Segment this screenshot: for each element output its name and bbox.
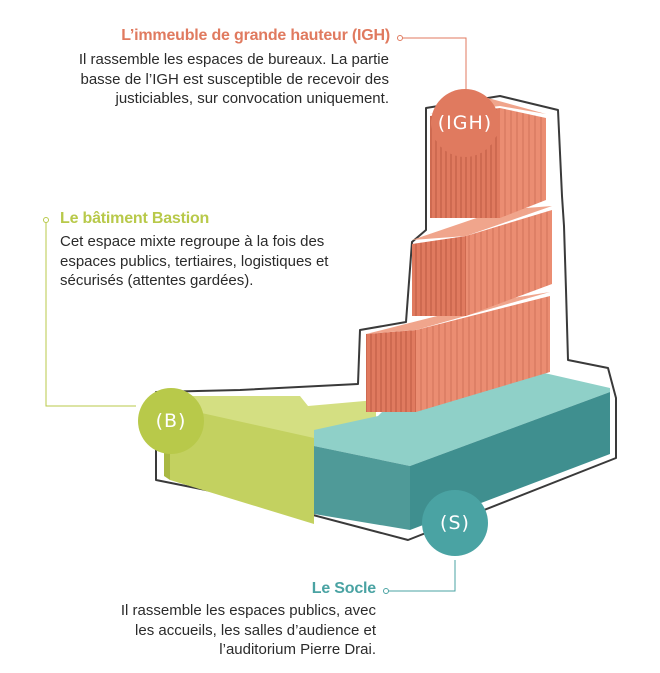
igh-middle-right — [466, 210, 552, 316]
socle-badge: (S) — [422, 490, 488, 556]
bastion-front — [170, 406, 314, 524]
igh-description-line: justiciables, sur convocation uniquement… — [115, 90, 390, 107]
bastion-description-line: Cet espace mixte regroupe à la fois des — [60, 233, 325, 250]
igh-lower-front — [366, 330, 416, 412]
bastion-badge: (B) — [138, 388, 204, 454]
bastion-description-line: espaces publics, tertiaires, logistiques… — [60, 252, 329, 270]
socle-description-line: Il rassemble les espaces publics, avec — [120, 602, 376, 619]
socle-title: Le Socle — [311, 580, 376, 597]
socle-description-line: l’auditorium Pierre Drai. — [219, 641, 376, 658]
leader-lines — [43, 35, 467, 594]
socle-description-line: les accueils, les salles d’audience et — [135, 621, 376, 639]
igh-middle-top — [412, 206, 552, 240]
socle-top — [314, 372, 610, 466]
igh-description-line: Il rassemble les espaces de bureaux. La … — [78, 51, 389, 68]
socle-description: Il rassemble les espaces publics, avec l… — [121, 601, 376, 660]
bastion-leader-dot — [43, 217, 49, 223]
bastion-description-line: sécurisés (attentes gardées). — [60, 272, 254, 289]
igh-lower-right — [416, 296, 550, 412]
bastion-leader-line — [45, 222, 136, 407]
socle-leader-line — [388, 560, 456, 592]
igh-upper-right — [500, 108, 546, 218]
igh-leader-dot — [397, 35, 403, 41]
igh-description: Il rassemble les espaces de bureaux. La … — [79, 50, 389, 109]
socle-front — [314, 446, 410, 530]
igh-leader-line — [402, 37, 467, 92]
bastion-title: Le bâtiment Bastion — [60, 210, 210, 227]
bastion-description: Cet espace mixte regroupe à la fois des … — [60, 232, 328, 291]
igh-title: L’immeuble de grande hauteur (IGH) — [121, 27, 390, 44]
igh-middle-front — [412, 236, 466, 316]
igh-middle-block — [412, 206, 552, 316]
igh-description-line: basse de l’IGH est susceptible de recevo… — [80, 70, 390, 88]
socle-leader-dot — [383, 588, 389, 594]
igh-badge: (IGH) — [431, 89, 499, 157]
